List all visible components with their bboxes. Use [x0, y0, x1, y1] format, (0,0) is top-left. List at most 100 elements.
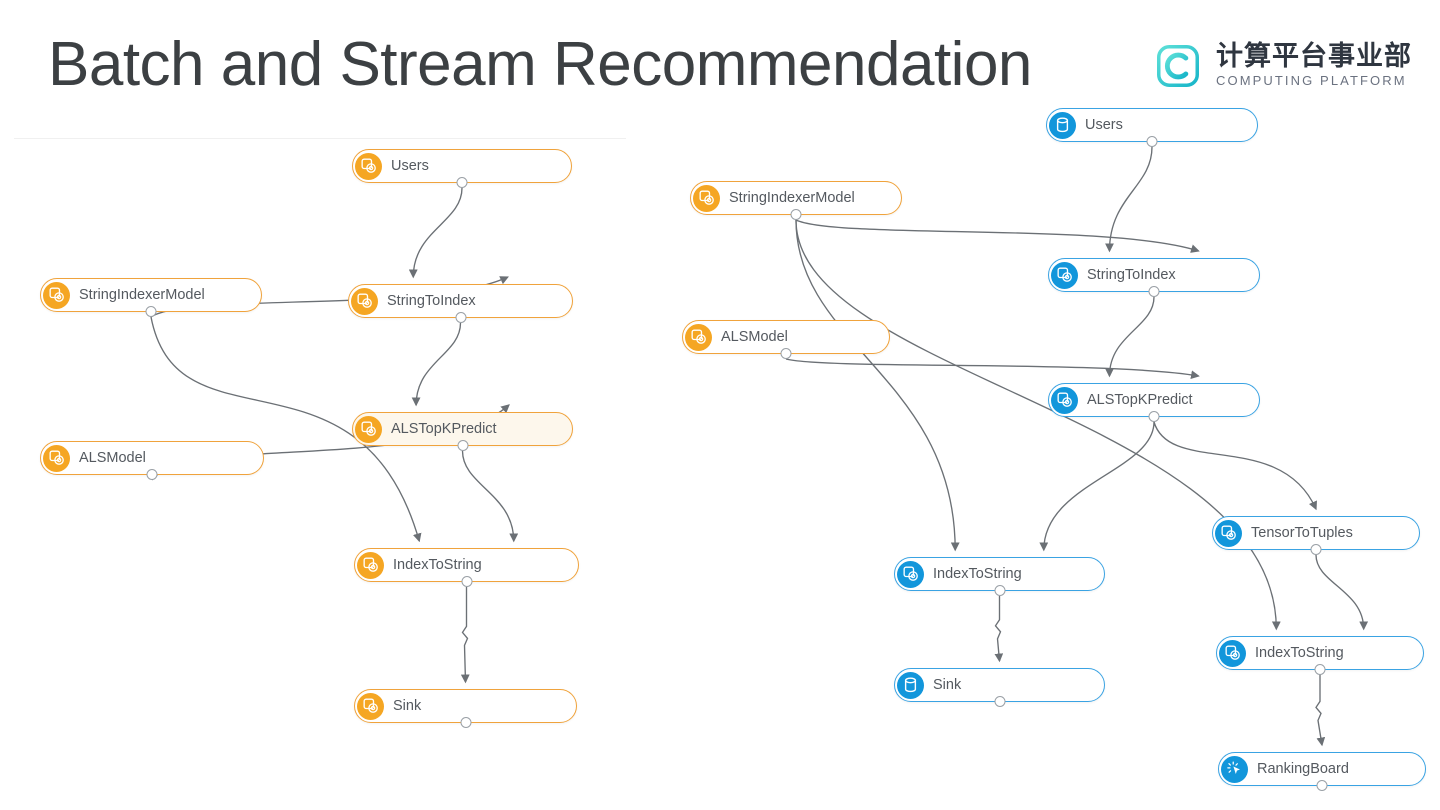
node-label: TensorToTuples — [1251, 525, 1353, 541]
node-label: ALSModel — [79, 450, 146, 466]
node-label: ALSModel — [721, 329, 788, 345]
node-output-port[interactable] — [780, 348, 792, 359]
algorithm-icon — [362, 557, 378, 572]
algorithm-icon — [1220, 525, 1236, 540]
graph-node-b-its[interactable]: IndexToString — [354, 548, 579, 587]
graph-node-s-its1[interactable]: IndexToString — [894, 557, 1105, 596]
algorithm-icon — [362, 698, 378, 713]
graph-node-s-sim[interactable]: StringIndexerModel — [690, 181, 902, 220]
edge-s-sim-to-s-sti — [795, 219, 1200, 253]
edge-s-users-to-s-sti — [1105, 146, 1153, 253]
graph-node-b-users[interactable]: Users — [352, 149, 572, 188]
page-title: Batch and Stream Recommendation — [48, 30, 1032, 99]
algorithm-icon — [690, 329, 706, 344]
database-icon — [897, 671, 924, 699]
node-output-port[interactable] — [994, 696, 1005, 707]
node-output-port[interactable] — [1148, 411, 1160, 422]
node-output-port[interactable] — [790, 209, 802, 220]
brand-logo: 计算平台事业部 COMPUTING PLATFORM — [1150, 38, 1412, 94]
database-icon — [1056, 117, 1069, 133]
graph-node-b-alstopk[interactable]: ALSTopKPredict — [352, 412, 573, 451]
graph-node-b-alsmodel[interactable]: ALSModel — [40, 441, 264, 480]
algorithm-icon — [43, 281, 70, 309]
edge-s-alsmodel-to-s-alstopk — [785, 358, 1200, 380]
computing-platform-chip-logo-icon — [1152, 40, 1204, 92]
graph-node-s-sti[interactable]: StringToIndex — [1048, 258, 1260, 297]
edge-s-sim-to-s-its1 — [795, 219, 960, 552]
graph-node-s-its2[interactable]: IndexToString — [1216, 636, 1424, 675]
logo-chinese-name: 计算平台事业部 — [1216, 40, 1412, 71]
algorithm-icon — [902, 566, 918, 581]
graph-node-b-sink[interactable]: Sink — [354, 689, 577, 728]
node-label: IndexToString — [1255, 645, 1344, 661]
node-label: Users — [1085, 117, 1123, 133]
algorithm-icon — [1215, 519, 1242, 547]
algorithm-icon — [1219, 639, 1246, 667]
edge-s-ttt-to-s-its2 — [1315, 554, 1369, 631]
database-icon — [1049, 111, 1076, 139]
graph-node-b-sti[interactable]: StringToIndex — [348, 284, 573, 323]
node-output-port[interactable] — [145, 306, 157, 317]
edge-b-users-to-b-sti — [408, 187, 463, 279]
node-label: Sink — [933, 677, 962, 693]
algorithm-icon — [43, 444, 70, 472]
node-output-port[interactable] — [1310, 544, 1322, 555]
node-output-port[interactable] — [460, 717, 471, 728]
algorithm-icon — [698, 190, 714, 205]
edge-s-its1-to-s-sink — [994, 596, 1004, 663]
edge-b-its-to-b-sink — [460, 587, 470, 684]
node-output-port[interactable] — [457, 440, 468, 451]
graph-node-s-ttt[interactable]: TensorToTuples — [1212, 516, 1420, 555]
click-icon — [1226, 761, 1240, 774]
edge-b-sti-to-b-alstopk — [411, 322, 462, 407]
algorithm-icon — [356, 293, 372, 308]
graph-node-s-rank[interactable]: RankingBoard — [1218, 752, 1426, 791]
algorithm-icon — [360, 158, 376, 173]
edge-s-its2-to-s-rank — [1315, 675, 1326, 747]
algorithm-icon — [693, 184, 720, 212]
graph-node-s-alsmodel[interactable]: ALSModel — [682, 320, 890, 359]
algorithm-icon — [357, 551, 384, 579]
node-output-port[interactable] — [146, 469, 158, 480]
node-label: IndexToString — [393, 557, 482, 573]
algorithm-icon — [48, 450, 64, 465]
node-label: RankingBoard — [1257, 761, 1349, 777]
algorithm-icon — [1051, 261, 1078, 289]
algorithm-icon — [355, 415, 382, 443]
graph-node-s-alstopk[interactable]: ALSTopKPredict — [1048, 383, 1260, 422]
node-output-port[interactable] — [1316, 780, 1328, 791]
algorithm-icon — [351, 287, 378, 315]
graph-node-b-sim[interactable]: StringIndexerModel — [40, 278, 262, 317]
node-label: StringIndexerModel — [79, 287, 205, 303]
algorithm-icon — [1056, 392, 1072, 407]
node-output-port[interactable] — [455, 312, 466, 323]
node-label: Users — [391, 158, 429, 174]
algorithm-icon — [897, 560, 924, 588]
node-output-port[interactable] — [1148, 286, 1160, 297]
algorithm-icon — [355, 152, 382, 180]
graph-node-s-sink[interactable]: Sink — [894, 668, 1105, 707]
node-output-port[interactable] — [994, 585, 1005, 596]
algorithm-icon — [1224, 645, 1240, 660]
logo-text-block: 计算平台事业部 COMPUTING PLATFORM — [1216, 42, 1412, 90]
node-label: ALSTopKPredict — [1087, 392, 1193, 408]
node-label: Sink — [393, 698, 422, 714]
node-label: ALSTopKPredict — [391, 421, 497, 437]
edge-s-alstopk-to-s-ttt — [1153, 421, 1317, 511]
algorithm-icon — [357, 692, 384, 720]
node-output-port[interactable] — [461, 576, 472, 587]
node-output-port[interactable] — [456, 177, 468, 188]
header-divider — [14, 138, 626, 139]
logo-english-name: COMPUTING PLATFORM — [1216, 73, 1407, 89]
edge-b-alstopk-to-b-its — [461, 450, 519, 543]
node-label: StringToIndex — [1087, 267, 1176, 283]
node-label: StringToIndex — [387, 293, 476, 309]
algorithm-icon — [360, 421, 376, 436]
node-output-port[interactable] — [1146, 136, 1158, 147]
algorithm-icon — [1056, 267, 1072, 282]
node-output-port[interactable] — [1314, 664, 1326, 675]
edge-s-sti-to-s-alstopk — [1105, 296, 1155, 378]
graph-node-s-users[interactable]: Users — [1046, 108, 1258, 147]
